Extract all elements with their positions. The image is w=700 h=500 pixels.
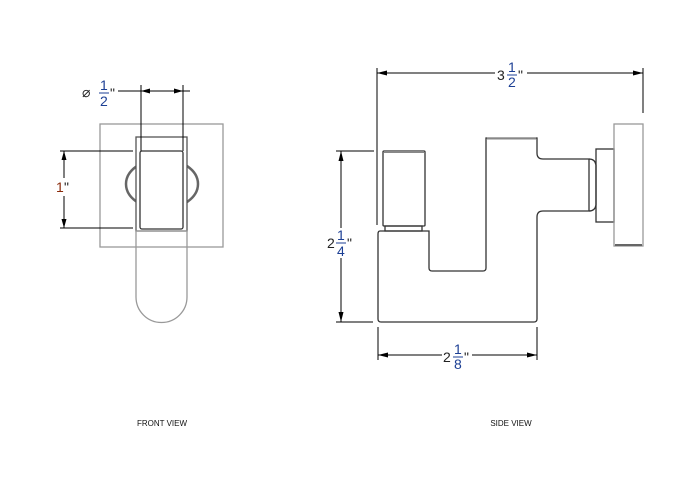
- base-width-denominator: 8: [454, 356, 462, 372]
- side-height-unit: ": [347, 235, 352, 251]
- diameter-denominator: 2: [100, 93, 108, 109]
- front-mounting-plate: [99, 123, 224, 248]
- side-height-numerator: 1: [337, 227, 345, 243]
- side-post-neck: [384, 225, 423, 232]
- diameter-unit: ": [110, 85, 115, 101]
- height-unit: ": [64, 179, 69, 195]
- height-value: 1: [56, 179, 64, 195]
- overall-width-whole: 3: [497, 67, 505, 83]
- side-flange: [595, 148, 615, 223]
- side-height-whole: 2: [327, 235, 335, 251]
- diameter-symbol: ⌀: [82, 84, 90, 100]
- diameter-arrowheads: [141, 88, 183, 94]
- base-width-numerator: 1: [454, 341, 462, 357]
- side-view: 3 1 2 " 2 1 4 " 2 1 8 " SIDE VIEW: [327, 59, 644, 428]
- side-view-label: SIDE VIEW: [490, 419, 532, 428]
- base-width-whole: 2: [443, 349, 451, 365]
- side-post: [382, 150, 426, 227]
- diameter-numerator: 1: [100, 77, 108, 93]
- side-hook-body: [377, 137, 590, 323]
- base-width-unit: ": [464, 349, 469, 365]
- overall-width-unit: ": [518, 67, 523, 83]
- side-collar: [588, 158, 597, 212]
- front-post-outer: [135, 136, 188, 232]
- front-view-label: FRONT VIEW: [137, 419, 188, 428]
- side-height-denominator: 4: [337, 243, 345, 259]
- front-view: ⌀ 1 2 " 1 " FRONT VIEW: [56, 77, 224, 428]
- side-mounting-plate: [613, 123, 644, 247]
- front-post-inner: [139, 150, 184, 230]
- height-arrowheads: [61, 151, 67, 228]
- overall-width-numerator: 1: [508, 59, 516, 75]
- overall-width-denominator: 2: [508, 74, 516, 90]
- front-hook-body: [135, 230, 188, 324]
